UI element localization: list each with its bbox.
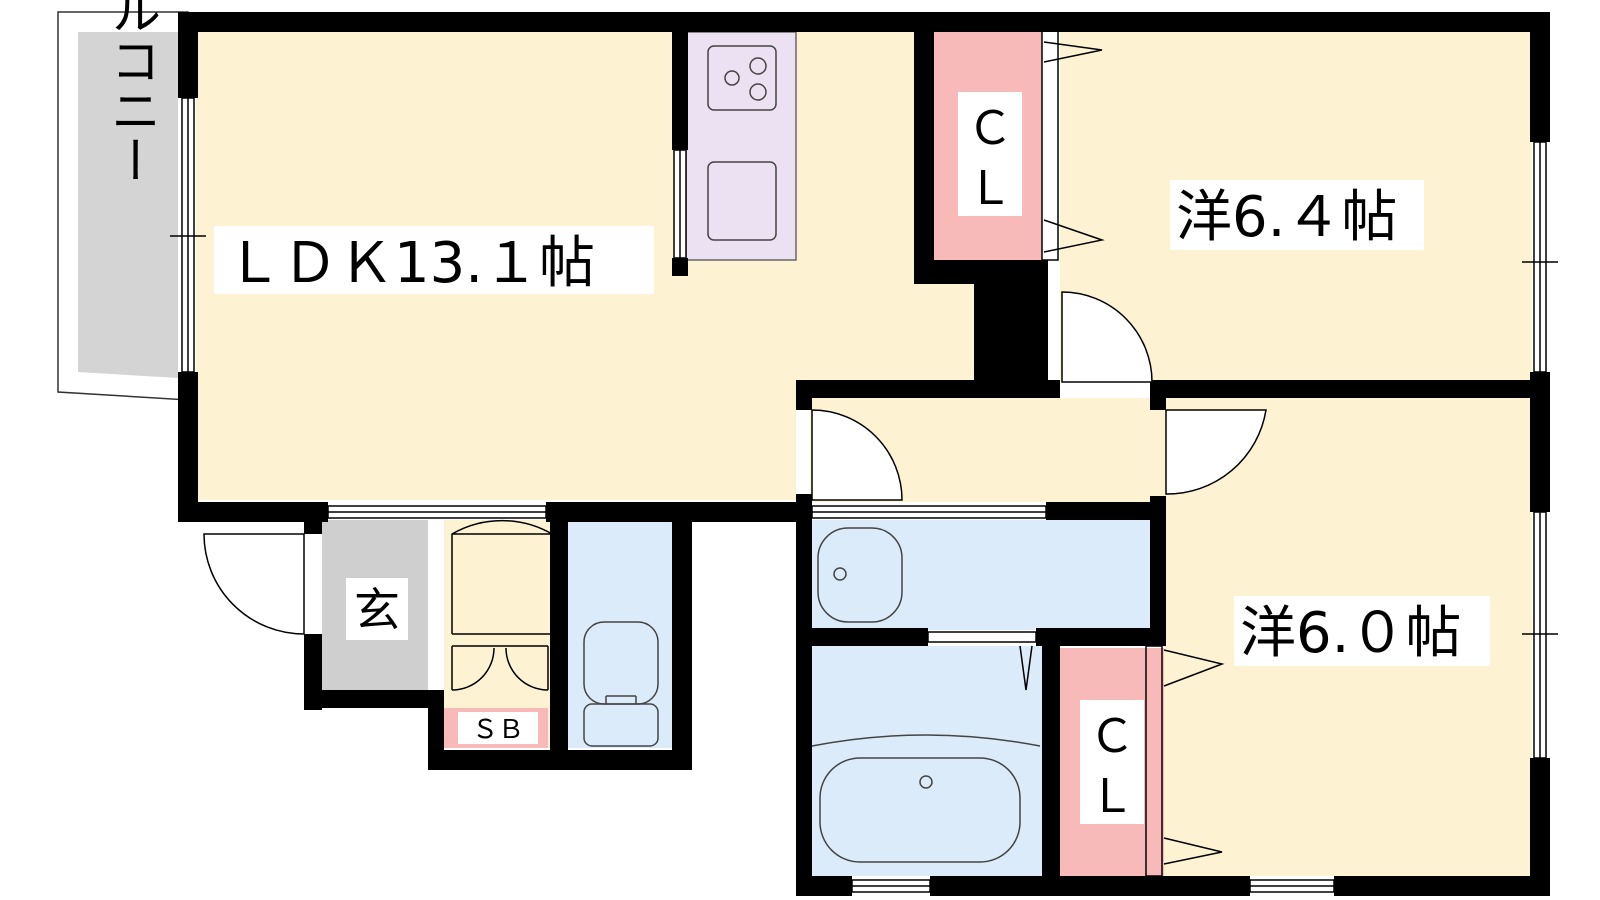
entrance-label: 玄 (354, 583, 400, 637)
wall-left-upper (178, 12, 198, 98)
western-room-1-label: 洋6.４帖 (1176, 185, 1397, 250)
wall-storage-left (428, 690, 444, 768)
door-room1[interactable] (1061, 291, 1153, 383)
wall-entrance-left (304, 520, 322, 534)
wall-closet1-left (914, 12, 934, 284)
burner-1 (749, 57, 767, 75)
wall-bottom-c (1334, 876, 1550, 896)
ldk-label: ＬＤＫ13.１帖 (226, 231, 595, 296)
wall-kitchen-stub (672, 258, 688, 276)
wall-toilet-right (672, 502, 692, 770)
floors (57, 11, 1532, 876)
wall-entrance-bottom (304, 690, 444, 708)
wall-hall-left (796, 380, 812, 410)
labels: バルコニー ＬＤＫ13.１帖 洋6.４帖 洋6.０帖 Ｃ Ｌ Ｃ Ｌ 玄 ＳＢ (100, 0, 1490, 824)
closet-1-label-bg (958, 92, 1022, 216)
windows (170, 97, 1558, 893)
bathtub-drain (919, 775, 933, 789)
western-room-2-label: 洋6.０帖 (1240, 601, 1461, 666)
wall-lower-bottom (428, 750, 692, 770)
stove (707, 45, 777, 111)
door-bath[interactable] (1019, 645, 1033, 691)
wall-wash-bottom-a (796, 628, 928, 646)
wall-hall-left2 (796, 494, 812, 894)
door-room2[interactable] (1165, 409, 1267, 495)
wash-basin (817, 527, 903, 623)
bathroom-floor (810, 646, 1042, 876)
wall-wash-top (1046, 502, 1166, 520)
wall-kitchen-left (672, 12, 688, 150)
door-closet2-a[interactable] (1163, 649, 1225, 687)
shoe-box-label-bg (458, 712, 538, 744)
closet-1-label-l: Ｌ (967, 161, 1013, 215)
entrance-label-bg (346, 578, 408, 640)
wall-ldk-bottom-a (178, 502, 328, 522)
balcony-label: バルコニー (103, 0, 161, 185)
fixtures (583, 45, 1041, 863)
wall-left-lower (178, 372, 198, 522)
wall-closet2-left (1042, 628, 1060, 896)
kitchen-counter (685, 31, 797, 261)
toilet-tank (583, 703, 659, 747)
wall-bottom-b (930, 876, 1250, 896)
closet-2-label-l: Ｌ (1089, 769, 1135, 823)
wall-storage-right (550, 520, 568, 750)
burner-2 (724, 70, 740, 86)
window-wash-door (927, 631, 1037, 643)
wall-pillar (974, 260, 1048, 382)
door-hallway[interactable] (811, 409, 903, 501)
balcony-label-bg (100, 56, 162, 364)
wall-hall-right2 (1150, 496, 1166, 640)
shoe-box-label: ＳＢ (472, 715, 524, 745)
wall-bottom-a (796, 876, 852, 896)
door-storage[interactable] (451, 519, 553, 634)
closet-2-label: Ｃ (1089, 709, 1135, 763)
wall-top (178, 12, 1550, 32)
ldk-label-bg (214, 226, 654, 294)
closet-2-label-bg (1080, 700, 1144, 824)
wall-right-mid (1530, 372, 1550, 512)
bathtub (819, 757, 1021, 863)
western-room-1-label-bg (1170, 180, 1424, 250)
door-closet1-b[interactable] (1043, 219, 1105, 253)
door-shoe-box[interactable] (451, 646, 549, 691)
door-entrance[interactable] (203, 533, 305, 635)
wall-room1-bottom-b (1152, 380, 1550, 398)
burner-3 (749, 83, 767, 101)
doors (203, 29, 1267, 877)
wall-room1-bottom-a (796, 380, 1060, 398)
basin-drain (833, 567, 847, 581)
western-room-2-label-bg (1234, 596, 1490, 666)
kitchen-sink (707, 161, 777, 241)
closet-1-label: Ｃ (967, 101, 1013, 155)
wall-wash-bottom-b (1036, 628, 1166, 646)
bathtub-rim (811, 734, 1041, 747)
walls (178, 12, 1550, 896)
door-closet1-a[interactable] (1043, 41, 1103, 63)
wall-right-lower (1530, 758, 1550, 896)
door-closet2-b[interactable] (1163, 837, 1223, 865)
washroom-floor (810, 520, 1160, 630)
wall-right-upper (1530, 12, 1550, 142)
wall-hall-right (1150, 380, 1166, 410)
